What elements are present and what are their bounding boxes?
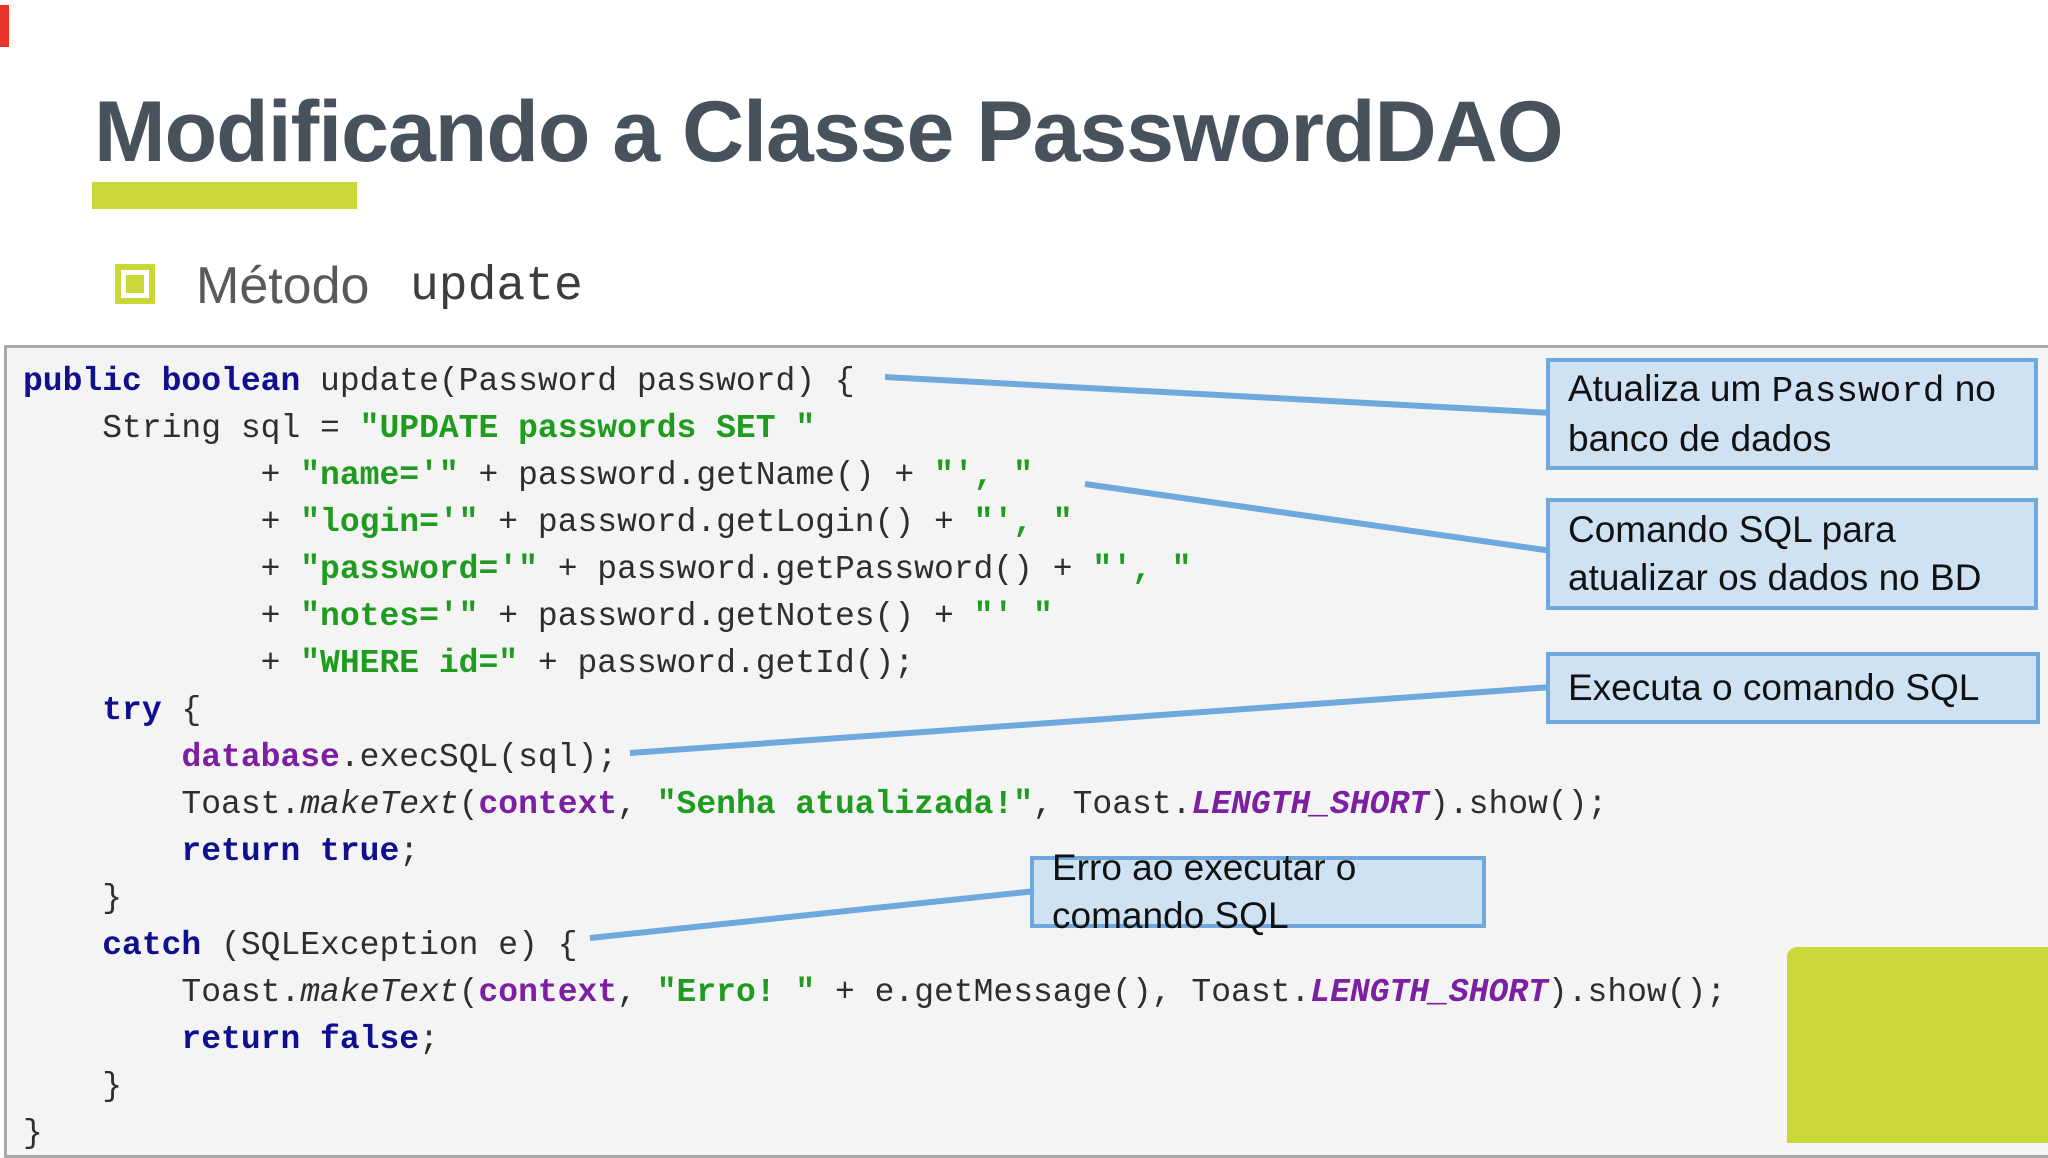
callout-comando-sql: Comando SQL para atualizar os dados no B… bbox=[1546, 498, 2038, 610]
code-token: public boolean bbox=[23, 363, 301, 400]
callout-text-part: Executa o comando SQL bbox=[1568, 666, 1980, 708]
code-token: LENGTH_SHORT bbox=[1310, 974, 1548, 1011]
code-token: "name='" bbox=[300, 457, 459, 494]
code-line: + "name='" + password.getName() + "', " bbox=[23, 452, 2048, 499]
code-token: , Toast. bbox=[1033, 786, 1192, 823]
callout-code-word: Password bbox=[1771, 370, 1945, 412]
code-token: "UPDATE passwords SET " bbox=[359, 410, 816, 447]
code-token: + password.getName() + bbox=[458, 457, 934, 494]
code-token: ; bbox=[399, 833, 420, 870]
code-token: "notes='" bbox=[300, 598, 479, 635]
code-token: "Erro! " bbox=[656, 974, 816, 1011]
code-token: .execSQL(sql); bbox=[339, 739, 618, 776]
code-line: catch (SQLException e) { bbox=[23, 922, 2048, 969]
code-token: } bbox=[23, 880, 123, 917]
code-line: try { bbox=[23, 687, 2048, 734]
title-accent-bar bbox=[92, 182, 357, 209]
callout-text: Erro ao executar o comando SQL bbox=[1052, 844, 1464, 940]
code-token: makeText bbox=[300, 786, 459, 823]
code-line: Toast.makeText(context, "Erro! " + e.get… bbox=[23, 969, 2048, 1016]
code-token: ; bbox=[419, 1021, 439, 1058]
page-title: Modificando a Classe PasswordDAO bbox=[94, 83, 1564, 180]
callout-text: Executa o comando SQL bbox=[1568, 664, 1979, 712]
callout-text-part: Atualiza um bbox=[1568, 367, 1772, 409]
code-token: ( bbox=[458, 974, 479, 1011]
code-token: "', " bbox=[973, 504, 1073, 541]
callout-atualiza-password: Atualiza um Password no banco de dados bbox=[1546, 358, 2038, 470]
code-line: String sql = "UPDATE passwords SET " bbox=[23, 405, 2048, 452]
lime-corner-block bbox=[1787, 947, 2048, 1143]
red-accent-tick bbox=[0, 5, 9, 47]
code-token: "password='" bbox=[300, 551, 538, 588]
code-line: + "notes='" + password.getNotes() + "' " bbox=[23, 593, 2048, 640]
callout-erro-sql: Erro ao executar o comando SQL bbox=[1030, 847, 1486, 936]
code-token: "' " bbox=[973, 598, 1053, 635]
code-token: database bbox=[181, 739, 340, 776]
code-token: + bbox=[23, 457, 301, 494]
code-token: return true bbox=[23, 833, 400, 870]
code-token: "', " bbox=[1092, 551, 1192, 588]
code-line: + "login='" + password.getLogin() + "', … bbox=[23, 499, 2048, 546]
callout-executa-sql: Executa o comando SQL bbox=[1546, 652, 2040, 724]
bullet-label: Método bbox=[196, 257, 370, 315]
code-line: } bbox=[23, 1063, 2048, 1110]
code-token: context bbox=[478, 786, 618, 823]
code-token: + bbox=[23, 598, 301, 635]
code-line: return true; bbox=[23, 828, 2048, 875]
code-token: String sql = bbox=[23, 410, 360, 447]
code-token: } bbox=[23, 1068, 123, 1105]
code-line: Toast.makeText(context, "Senha atualizad… bbox=[23, 781, 2048, 828]
code-token: "WHERE id=" bbox=[300, 645, 519, 682]
callout-text: Atualiza um Password no banco de dados bbox=[1568, 365, 2016, 464]
code-token: Toast. bbox=[23, 974, 301, 1011]
callout-text: Comando SQL para atualizar os dados no B… bbox=[1568, 506, 2016, 602]
code-lines: public boolean update(Password password)… bbox=[23, 358, 2048, 1157]
code-token: + e.getMessage(), Toast. bbox=[815, 974, 1311, 1011]
code-token: Toast. bbox=[23, 786, 301, 823]
code-line: } bbox=[23, 875, 2048, 922]
code-token: "', " bbox=[933, 457, 1033, 494]
code-line: } bbox=[23, 1110, 2048, 1157]
code-line: + "password='" + password.getPassword() … bbox=[23, 546, 2048, 593]
code-token: try bbox=[23, 692, 162, 729]
code-line: return false; bbox=[23, 1016, 2048, 1063]
code-token: { bbox=[161, 692, 202, 729]
code-token: ( bbox=[458, 786, 479, 823]
code-token: , bbox=[617, 974, 657, 1011]
code-token: catch bbox=[23, 927, 202, 964]
code-line: public boolean update(Password password)… bbox=[23, 358, 2048, 405]
code-token: makeText bbox=[300, 974, 459, 1011]
code-token: + password.getPassword() + bbox=[537, 551, 1093, 588]
callout-text-part: no banco de dados bbox=[1568, 367, 2007, 460]
bullet-square-icon bbox=[115, 264, 155, 304]
code-token: (SQLException e) { bbox=[201, 927, 578, 964]
code-token: LENGTH_SHORT bbox=[1191, 786, 1430, 823]
code-token: ).show(); bbox=[1429, 786, 1608, 823]
code-line: + "WHERE id=" + password.getId(); bbox=[23, 640, 2048, 687]
code-token: + bbox=[23, 504, 301, 541]
callout-text-part: Erro ao executar o comando SQL bbox=[1052, 846, 1367, 936]
code-token: } bbox=[23, 1115, 43, 1152]
code-token: "Senha atualizada!" bbox=[656, 786, 1033, 823]
callout-text-part: Comando SQL para atualizar os dados no B… bbox=[1568, 508, 1982, 598]
bullet-method-name: update bbox=[410, 260, 583, 314]
code-token: "login='" bbox=[300, 504, 479, 541]
code-token bbox=[23, 739, 181, 776]
code-token: update(Password password) { bbox=[300, 363, 855, 400]
bullet-square-inner bbox=[126, 275, 144, 293]
code-token: , bbox=[617, 786, 657, 823]
code-token: + password.getLogin() + bbox=[478, 504, 974, 541]
code-token: + bbox=[23, 551, 301, 588]
code-token: return false bbox=[23, 1021, 420, 1058]
code-token: ).show(); bbox=[1547, 974, 1727, 1011]
code-token: + bbox=[23, 645, 301, 682]
code-token: + password.getId(); bbox=[518, 645, 915, 682]
code-block: public boolean update(Password password)… bbox=[4, 345, 2048, 1158]
code-token: + password.getNotes() + bbox=[478, 598, 974, 635]
code-token: context bbox=[478, 974, 618, 1011]
code-line: database.execSQL(sql); bbox=[23, 734, 2048, 781]
